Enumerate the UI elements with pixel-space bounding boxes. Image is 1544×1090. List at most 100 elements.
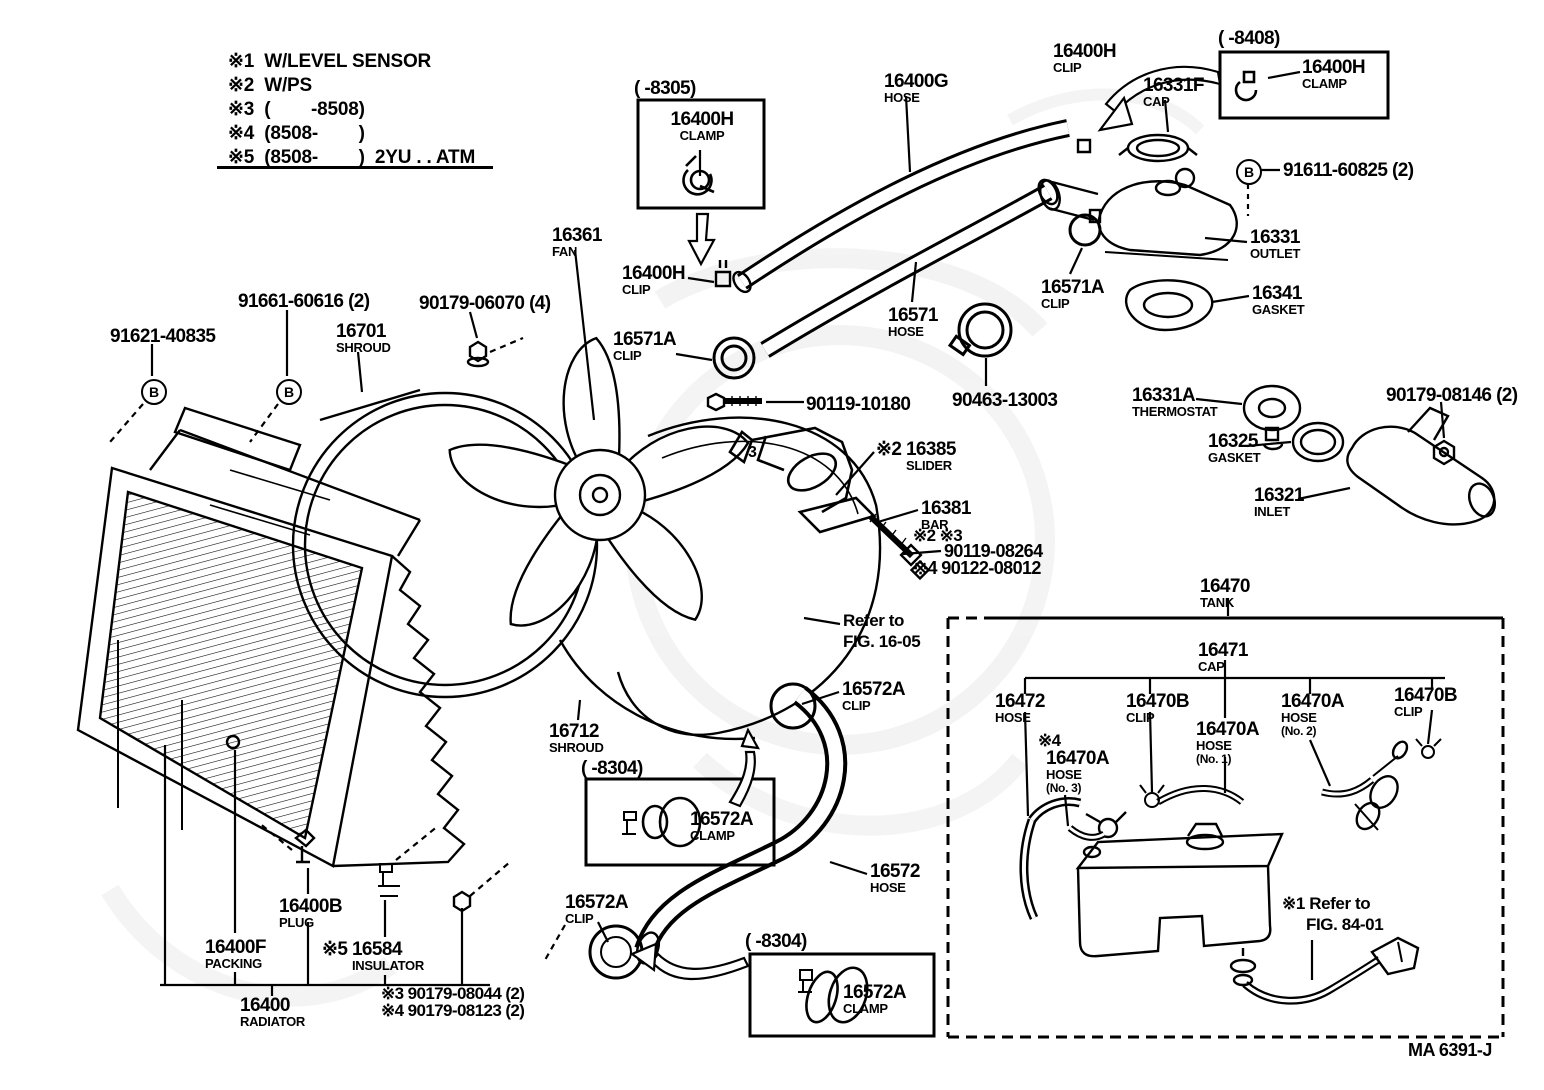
worm-clamp-drawing — [947, 302, 1013, 358]
part-label-16712-shroud: 16712 SHROUD — [549, 722, 604, 755]
part-number: 16321 — [1254, 485, 1304, 506]
variant-mark-4: ※4 — [1038, 731, 1061, 750]
part-number: 16712 — [549, 721, 599, 742]
reference-line: ※1 Refer to — [1282, 894, 1371, 913]
part-label-16385-slider: ※2 16385 SLIDER — [876, 440, 956, 473]
period-note-8408: ( -8408) — [1218, 28, 1280, 49]
part-desc: GASKET — [1208, 450, 1261, 466]
part-desc: CLAMP — [690, 828, 735, 844]
part-number: 16572 — [870, 861, 920, 882]
part-label-16321-inlet: 16321 INLET — [1254, 486, 1304, 519]
part-label-90179-08146: 90179-08146 (2) — [1386, 385, 1518, 406]
part-label-90119-08264: 90119-08264 — [944, 541, 1043, 561]
part-desc: PLUG — [279, 915, 314, 931]
part-desc: CLIP — [613, 348, 642, 364]
part-label-16472-hose: 16472 HOSE — [995, 692, 1045, 725]
part-label-16471-cap: 16471 CAP — [1198, 641, 1248, 674]
drawing-mark-3: 3 — [748, 444, 757, 461]
lower-hose-drawing — [588, 682, 848, 980]
part-label-91611-60825: 91611-60825 (2) — [1283, 160, 1414, 181]
part-label-16400h-clamp-inset2: 16400H CLAMP — [1302, 57, 1366, 91]
part-desc: CLIP — [1126, 710, 1155, 726]
part-label-90179-08123: ※4 90179-08123 (2) — [381, 1001, 525, 1020]
part-number: 16470A — [1196, 719, 1260, 740]
part-label-16331-outlet: 16331 OUTLET — [1250, 227, 1301, 262]
part-number: 16325 — [1208, 431, 1258, 452]
part-desc: HOSE — [884, 90, 920, 106]
part-number: 16470 — [1200, 576, 1250, 597]
part-number: 16571 — [888, 305, 938, 326]
part-label-16470a-hose-no1: 16470A HOSE (No. 1) — [1196, 719, 1260, 765]
part-desc: INSULATOR — [352, 958, 424, 974]
part-desc: THERMOSTAT — [1132, 404, 1218, 420]
part-number: 16331F — [1143, 75, 1204, 96]
part-desc: HOSE — [888, 324, 924, 340]
reference-note-fig-16-05: Refer to FIG. 16-05 — [843, 610, 921, 653]
part-label-91621-40835: 91621-40835 — [110, 326, 216, 347]
part-number: 16341 — [1252, 283, 1302, 304]
part-label-90179-08044: ※3 90179-08044 (2) — [381, 984, 525, 1003]
part-desc: HOSE — [995, 710, 1031, 726]
part-number: 16471 — [1198, 640, 1248, 661]
part-label-16400f-packing: 16400F PACKING — [205, 938, 266, 971]
part-desc: CLIP — [622, 282, 651, 298]
part-label-16572a-clamp-inset1: 16572A CLAMP — [690, 810, 754, 844]
part-label-90179-06070: 90179-06070 (4) — [419, 293, 551, 314]
part-number: 16381 — [921, 498, 971, 519]
legend-item: ※4 (8508- ) — [228, 123, 365, 144]
part-desc: SHROUD — [549, 740, 604, 756]
legend-item: ※2 W/PS — [228, 75, 313, 96]
part-label-16470b-clip-2: 16470B CLIP — [1394, 685, 1458, 719]
part-label-16341-gasket: 16341 GASKET — [1252, 283, 1305, 317]
part-number: 16400H — [1302, 57, 1366, 78]
part-desc: TANK — [1200, 595, 1234, 611]
part-number: 16361 — [552, 225, 602, 246]
document-code: MA 6391-J — [1408, 1040, 1492, 1060]
part-label-90463-13003: 90463-13003 — [952, 390, 1058, 411]
part-label-90119-10180: 90119-10180 — [806, 394, 911, 415]
part-label-16572a-clip-lower: 16572A CLIP — [565, 893, 629, 927]
part-number: 16400H — [670, 109, 735, 130]
leader-lines — [109, 70, 1446, 996]
part-label-91661-60616: 91661-60616 (2) — [238, 291, 370, 312]
part-label-16400g-hose: 16400G HOSE — [884, 72, 949, 106]
part-label-16361-fan: 16361 FAN — [552, 226, 602, 259]
part-number: 16470B — [1394, 685, 1458, 706]
part-label-16381-bar: 16381 BAR — [921, 499, 971, 532]
part-label-16571-hose: 16571 HOSE — [888, 306, 938, 339]
part-desc: OUTLET — [1250, 246, 1301, 262]
part-label-16584-insulator: ※5 16584 INSULATOR — [322, 940, 424, 973]
part-label-16470b-clip-1: 16470B CLIP — [1126, 692, 1190, 726]
legend-item: ※1 W/LEVEL SENSOR — [228, 51, 432, 72]
thermostat-housing-drawing — [1039, 133, 1238, 332]
part-number: 16400 — [240, 995, 290, 1016]
part-number: 16572A — [842, 679, 906, 700]
part-number: 16470A — [1046, 748, 1110, 769]
part-number: 16572A — [843, 982, 907, 1003]
part-desc: CLIP — [1041, 296, 1070, 312]
part-desc: INLET — [1254, 504, 1291, 520]
part-desc: CLIP — [1053, 60, 1082, 76]
part-label-16572-hose: 16572 HOSE — [870, 862, 920, 895]
part-number: 16400H — [622, 263, 686, 284]
part-number: 16331 — [1250, 227, 1300, 248]
part-desc: HOSE — [1281, 710, 1317, 726]
reference-line: Refer to — [843, 611, 905, 630]
part-desc: (No. 3) — [1046, 780, 1082, 795]
part-label-16571a-clip-left: 16571A CLIP — [613, 329, 677, 364]
part-desc: PACKING — [205, 956, 262, 972]
part-label-16470-tank: 16470 TANK — [1200, 577, 1250, 610]
reference-line: FIG. 16-05 — [843, 632, 921, 652]
part-desc: CLIP — [565, 911, 594, 927]
part-number: 16400F — [205, 937, 266, 958]
reservoir-tank-drawing — [1019, 738, 1442, 1005]
part-desc: CLIP — [842, 698, 871, 714]
variant-marks-2-3: ※2 ※3 — [913, 526, 963, 545]
reference-note-fig-84-01: ※1 Refer to FIG. 84-01 — [1282, 893, 1384, 936]
part-label-16470a-hose-no2: 16470A HOSE (No. 2) — [1281, 692, 1345, 737]
upper-hoses-drawing — [732, 119, 1070, 358]
part-number: 16571A — [613, 329, 677, 350]
part-label-16571a-clip-right: 16571A CLIP — [1041, 278, 1105, 312]
